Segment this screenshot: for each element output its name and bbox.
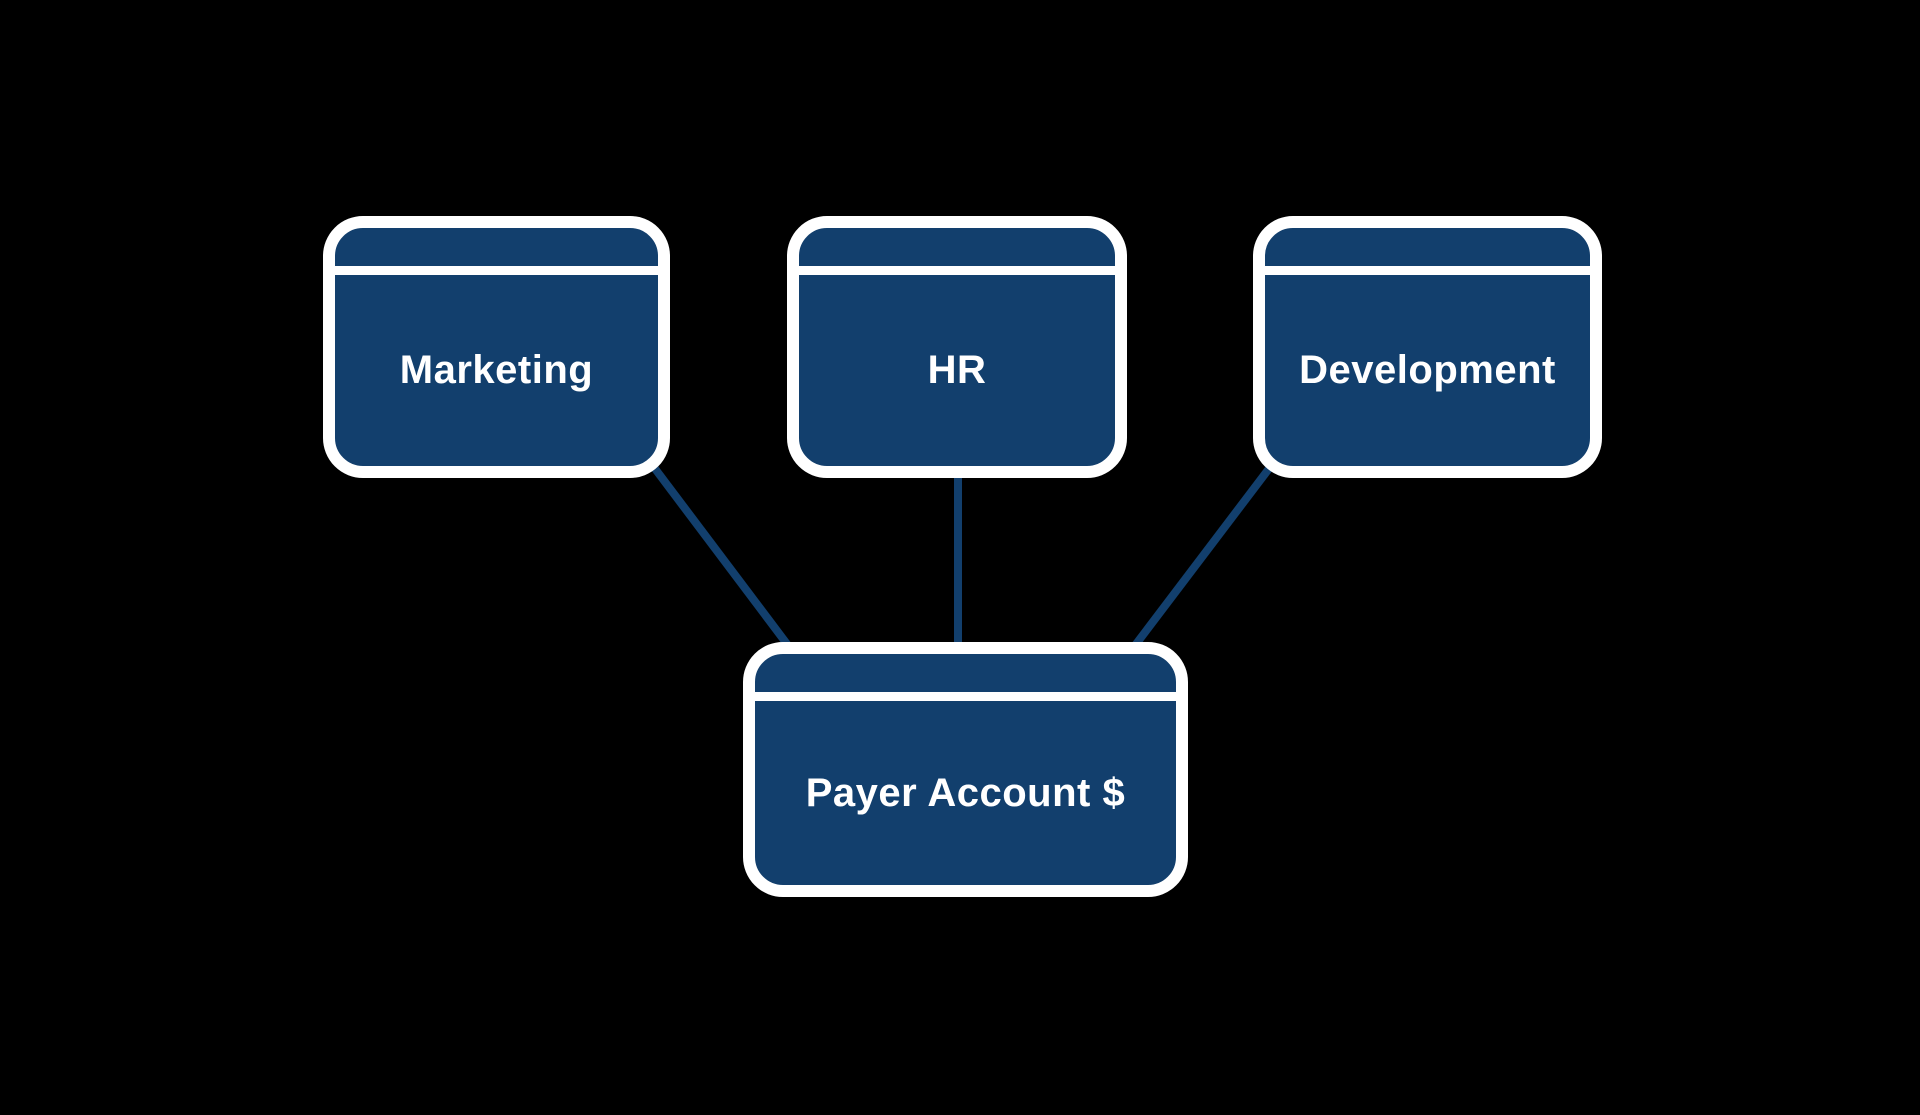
node-marketing-body: Marketing <box>335 275 658 466</box>
node-development: Development <box>1253 216 1602 478</box>
node-marketing-header <box>335 228 658 275</box>
node-development-label: Development <box>1299 348 1556 392</box>
node-hr-label: HR <box>927 348 987 392</box>
node-payer-account-body: Payer Account $ <box>755 701 1176 885</box>
node-hr-body: HR <box>799 275 1115 466</box>
node-payer-account: Payer Account $ <box>743 642 1188 897</box>
node-hr-header <box>799 228 1115 275</box>
node-payer-account-label: Payer Account $ <box>805 770 1126 815</box>
node-development-body: Development <box>1265 275 1590 466</box>
node-hr: HR <box>787 216 1127 478</box>
node-development-header <box>1265 228 1590 275</box>
node-marketing: Marketing <box>323 216 670 478</box>
edge-development-payer <box>1123 459 1278 659</box>
node-payer-account-header <box>755 654 1176 701</box>
edge-marketing-payer <box>646 459 800 659</box>
node-marketing-label: Marketing <box>399 348 594 392</box>
